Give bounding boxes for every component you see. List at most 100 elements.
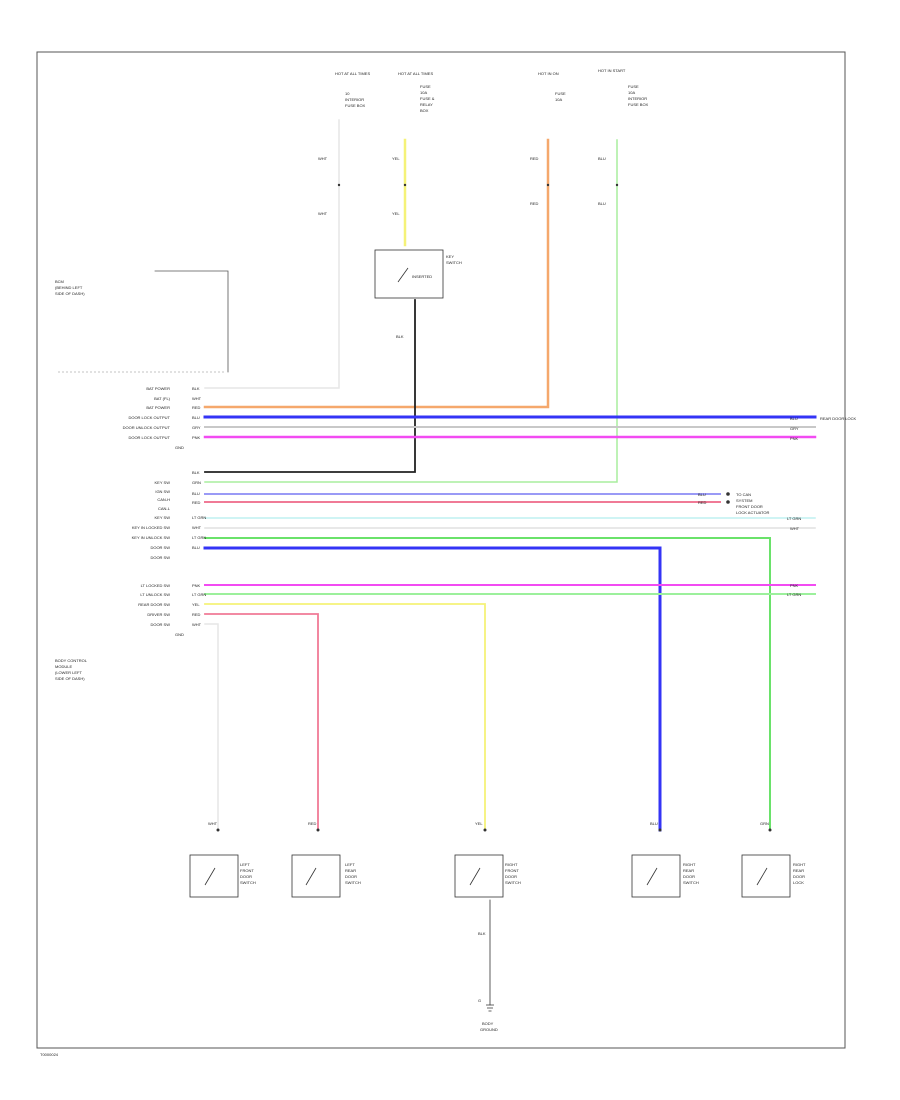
module-1-pin-4: DOOR UNLOCK OUTPUT <box>123 425 171 430</box>
fuse-2-line-4: BOX <box>420 108 429 113</box>
door-switch-5: RIGHT REAR DOOR LOCK <box>741 828 806 898</box>
door-switch-1-line-2: DOOR <box>240 874 252 879</box>
right-tag-wht: WHT <box>790 526 800 531</box>
fuse-1-line-0: 10 <box>345 91 350 96</box>
door-switch-4: RIGHT REAR DOOR SWITCH <box>631 828 699 898</box>
right-tag-pnk: PNK <box>790 436 799 441</box>
right-tag-pnk-2: PNK <box>790 583 799 588</box>
fuse-4-line-3: FUSE BOX <box>628 102 649 107</box>
wire-white-fuse1 <box>204 119 340 389</box>
wire-red-driver-sw <box>204 613 319 831</box>
door-switch-3-pin <box>483 828 487 832</box>
fuse-1-line-1: INTERIOR <box>345 97 364 102</box>
door-switch-5-line-2: DOOR <box>793 874 805 879</box>
door-switch-1: LEFT FRONT DOOR SWITCH <box>189 828 256 898</box>
fuse-3-title: HOT IN ON <box>538 71 559 76</box>
door-switch-3-line-0: RIGHT <box>505 862 518 867</box>
module-1-name-0: BCM <box>55 279 64 284</box>
label-wht-1: WHT <box>318 156 328 161</box>
fuse-3: HOT IN ON FUSE 10A <box>538 71 566 187</box>
diagram-frame <box>36 51 846 1049</box>
door-switch-4-contact <box>646 867 658 886</box>
module-1-pin-8: IGN SW <box>155 489 170 494</box>
module-1-tag-3: BLU <box>192 415 200 420</box>
fuse-2-line-2: FUSE & <box>420 96 435 101</box>
ground-wire-tag: BLK <box>478 931 486 936</box>
door-switch-4-line-1: REAR <box>683 868 694 873</box>
label-yel-1: YEL <box>392 156 400 161</box>
module-1-pin-11: KEY SW <box>155 515 171 520</box>
module-2-tag-0: PNK <box>192 583 201 588</box>
module-1-pin-3: DOOR LOCK OUTPUT <box>128 415 170 420</box>
module-2-pin-2: REAR DOOR SW <box>138 602 170 607</box>
module-2-pin-0: LT LOCKED SW <box>141 583 171 588</box>
door-switch-2-pin <box>316 828 320 832</box>
module-1-pin-14: DOOR SW <box>150 545 170 550</box>
door-switch-3-line-3: SWITCH <box>505 880 521 885</box>
fuse-4-connector <box>615 183 619 187</box>
fuse-4: HOT IN START FUSE 10A INTERIOR FUSE BOX <box>598 68 649 187</box>
key-switch: KEY SWITCH INSERTED <box>374 249 462 299</box>
door-switch-3-contact <box>469 867 481 886</box>
module-1-name-2: SIDE OF DASH) <box>55 291 85 296</box>
note-b2: LOCK ACTUATOR <box>736 510 770 515</box>
door-switch-4-box <box>631 854 681 898</box>
door-switch-3-line-1: FRONT <box>505 868 519 873</box>
module-1-pin-5: DOOR LOCK OUTPUT <box>128 435 170 440</box>
module-1-tag-2: RED <box>192 405 201 410</box>
module-1-pin-12: KEY IN LOCKED SW <box>132 525 170 530</box>
module-2-name-2: (LOWER LEFT <box>55 670 82 675</box>
fuse-1-connector <box>337 183 341 187</box>
fuse-2-line-0: FUSE <box>420 84 431 89</box>
module-2-name-1: MODULE <box>55 664 72 669</box>
module-1-tag-13: LT GRN <box>192 535 206 540</box>
note-c1: REAR DOOR LOCK <box>820 416 857 421</box>
wires <box>154 119 817 1006</box>
diagram-code: T0000024 <box>40 1052 59 1057</box>
label-blu-1: BLU <box>598 156 606 161</box>
door-switch-5-line-0: RIGHT <box>793 862 806 867</box>
key-switch-box <box>374 249 444 299</box>
module-2-pins: LT LOCKED SW LT UNLOCK SW REAR DOOR SW D… <box>138 583 184 637</box>
module-1-tag-11: LT GRN <box>192 515 206 520</box>
fuse-3-line-1: 10A <box>555 97 562 102</box>
fuse-4-line-2: INTERIOR <box>628 96 647 101</box>
label-yel-2: YEL <box>392 211 400 216</box>
wire-yellow-rear-door <box>204 603 486 831</box>
note-b1: FRONT DOOR <box>736 504 763 509</box>
door-switch-2-line-2: DOOR <box>345 874 357 879</box>
module-1-pin-9: CAN-H <box>157 497 170 502</box>
module-2-pin-3: DRIVER SW <box>147 612 170 617</box>
right-side-notes: BLU RED TO CAN SYSTEM FRONT DOOR LOCK AC… <box>698 416 857 597</box>
sw3-tag: YEL <box>475 821 483 826</box>
fuse-3-connector <box>546 183 550 187</box>
ground-line-1: GROUND <box>480 1027 498 1032</box>
fuse-1: HOT AT ALL TIMES 10 INTERIOR FUSE BOX <box>335 71 370 187</box>
door-switch-1-line-1: FRONT <box>240 868 254 873</box>
door-switch-3-box <box>454 854 504 898</box>
door-switch-4-line-0: RIGHT <box>683 862 696 867</box>
module-1-tag-4: GRY <box>192 425 201 430</box>
door-switch-1-contact <box>204 867 216 886</box>
module-2-pin-1: LT UNLOCK SW <box>140 592 170 597</box>
key-switch-contact <box>397 267 409 283</box>
module-1-pin-2: BAT POWER <box>146 405 170 410</box>
fuse-3-line-0: FUSE <box>555 91 566 96</box>
door-switch-2-box <box>291 854 341 898</box>
wire-blue-door-sw <box>203 546 662 832</box>
door-switch-4-line-3: SWITCH <box>683 880 699 885</box>
module-2-tag-2: YEL <box>192 602 200 607</box>
right-tag-blu: BLU <box>790 416 798 421</box>
door-switch-4-line-2: DOOR <box>683 874 695 879</box>
sw1-tag: WHT <box>208 821 218 826</box>
wire-black-bcm-bracket <box>154 270 229 373</box>
door-switch-5-contact <box>756 867 768 886</box>
door-switch-3-line-2: DOOR <box>505 874 517 879</box>
door-switch-5-box <box>741 854 791 898</box>
label-blu-2: BLU <box>598 201 606 206</box>
door-switch-4-pin <box>658 828 662 832</box>
door-switch-2-contact <box>305 867 317 886</box>
module-1-tag-12: WHT <box>192 525 202 530</box>
module-1-pin-0: BAT POWER <box>146 386 170 391</box>
